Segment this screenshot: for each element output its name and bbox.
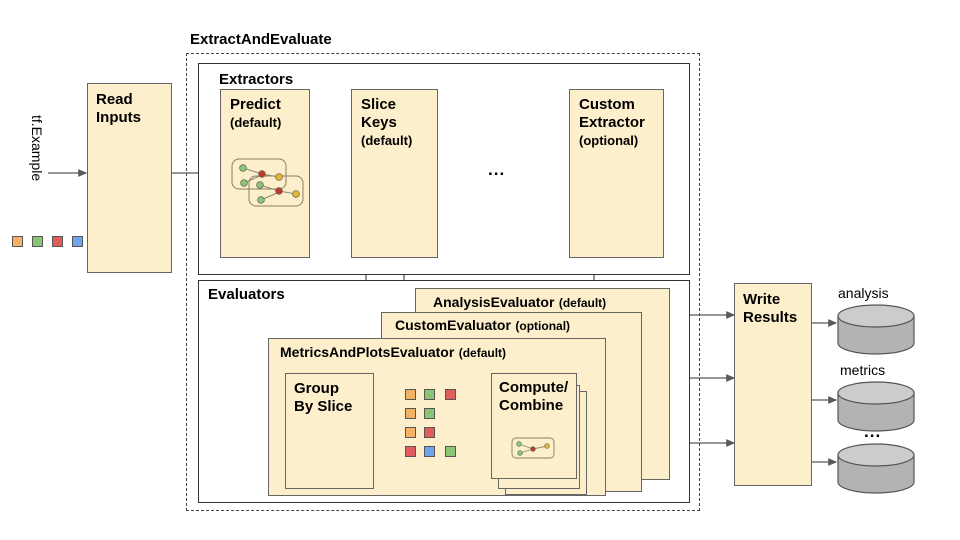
analysis-evaluator-name: AnalysisEvaluator	[433, 294, 555, 310]
node-write-results[interactable]: Write Results	[734, 283, 812, 486]
custom-extractor-line1: Custom	[579, 96, 635, 113]
node-slice-keys[interactable]: Slice Keys (default)	[351, 89, 438, 258]
custom-extractor-sub: (optional)	[579, 133, 639, 148]
swatch-red	[52, 236, 63, 247]
node-metrics-and-plots-evaluator[interactable]: MetricsAndPlotsEvaluator (default) Group…	[268, 338, 606, 496]
input-label: tf.Example	[29, 115, 45, 182]
node-group-by-slice[interactable]: Group By Slice	[285, 373, 374, 489]
node-predict[interactable]: Predict (default)	[220, 89, 310, 258]
compute-combine-line2: Combine	[499, 397, 564, 414]
predict-name: Predict	[230, 96, 281, 113]
extract-and-evaluate-title: ExtractAndEvaluate	[190, 31, 332, 48]
extractors-ellipsis: ...	[488, 160, 506, 179]
write-results-line1: Write	[743, 291, 781, 308]
slice-keys-line1: Slice	[361, 96, 397, 113]
swatch-blue	[72, 236, 83, 247]
slice-swatch	[405, 389, 416, 400]
custom-evaluator-sub: (optional)	[515, 319, 571, 333]
slice-swatch	[424, 427, 435, 438]
slice-swatch	[405, 408, 416, 419]
output-label-ellipsis: ...	[864, 422, 882, 441]
metrics-evaluator-name: MetricsAndPlotsEvaluator	[280, 344, 455, 360]
evaluators-label: Evaluators	[208, 286, 285, 303]
group-by-slice-line2: By Slice	[294, 398, 353, 415]
datastore-analysis-icon[interactable]	[836, 304, 916, 357]
group-by-slice-line1: Group	[294, 380, 339, 397]
metrics-evaluator-sub: (default)	[458, 346, 507, 360]
analysis-evaluator-title: AnalysisEvaluator (default)	[433, 294, 606, 312]
slice-swatch	[424, 408, 435, 419]
node-custom-extractor[interactable]: Custom Extractor (optional)	[569, 89, 664, 258]
metrics-evaluator-title: MetricsAndPlotsEvaluator (default)	[280, 344, 506, 362]
node-read-inputs[interactable]: Read Inputs	[87, 83, 172, 273]
slice-swatch	[405, 427, 416, 438]
slice-swatch	[424, 446, 435, 457]
slice-swatch-grid	[405, 389, 475, 469]
datastore-other-icon[interactable]	[836, 443, 916, 496]
slice-swatch	[424, 389, 435, 400]
output-label-analysis: analysis	[838, 285, 889, 301]
slice-swatch	[445, 389, 456, 400]
predict-sub: (default)	[230, 115, 282, 130]
swatch-green	[32, 236, 43, 247]
slice-swatch	[405, 446, 416, 457]
extractors-label: Extractors	[219, 71, 294, 88]
custom-extractor-line2: Extractor	[579, 114, 645, 131]
custom-evaluator-title: CustomEvaluator (optional)	[395, 317, 570, 335]
slice-keys-line2: Keys	[361, 114, 397, 131]
swatch-orange	[12, 236, 23, 247]
model-graph-icon	[231, 158, 304, 207]
node-compute-combine[interactable]: Compute/ Combine	[491, 373, 577, 479]
slice-keys-sub: (default)	[361, 133, 413, 148]
output-label-metrics: metrics	[840, 362, 886, 378]
write-results-line2: Results	[743, 309, 798, 326]
read-inputs-line1: Read	[96, 91, 133, 108]
analysis-evaluator-sub: (default)	[558, 296, 607, 310]
group-extract-and-evaluate	[186, 53, 700, 511]
read-inputs-line2: Inputs	[96, 109, 141, 126]
custom-evaluator-name: CustomEvaluator	[395, 317, 511, 333]
slice-swatch	[445, 446, 456, 457]
plot-graph-icon	[511, 437, 555, 459]
compute-combine-line1: Compute/	[499, 379, 569, 396]
